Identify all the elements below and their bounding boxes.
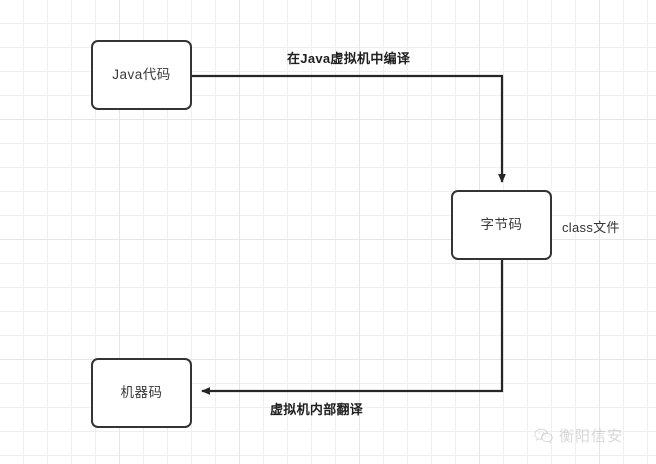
edge-label-compile: 在Java虚拟机中编译 (287, 51, 411, 66)
node-machine-code-label: 机器码 (120, 385, 163, 401)
node-java-code[interactable]: Java代码 (91, 40, 192, 110)
watermark: 衡阳信安 (534, 428, 623, 445)
watermark-text: 衡阳信安 (559, 428, 624, 445)
node-machine-code[interactable]: 机器码 (91, 358, 192, 428)
wechat-icon (534, 428, 553, 444)
node-bytecode[interactable]: 字节码 (451, 190, 552, 260)
node-java-code-label: Java代码 (112, 67, 171, 83)
annotation-class-file: class文件 (562, 220, 620, 235)
edge-bytecode-to-native (201, 260, 504, 395)
edge-java-to-bytecode (192, 74, 506, 183)
node-bytecode-label: 字节码 (480, 217, 523, 233)
edge-label-translate: 虚拟机内部翻译 (270, 402, 364, 417)
